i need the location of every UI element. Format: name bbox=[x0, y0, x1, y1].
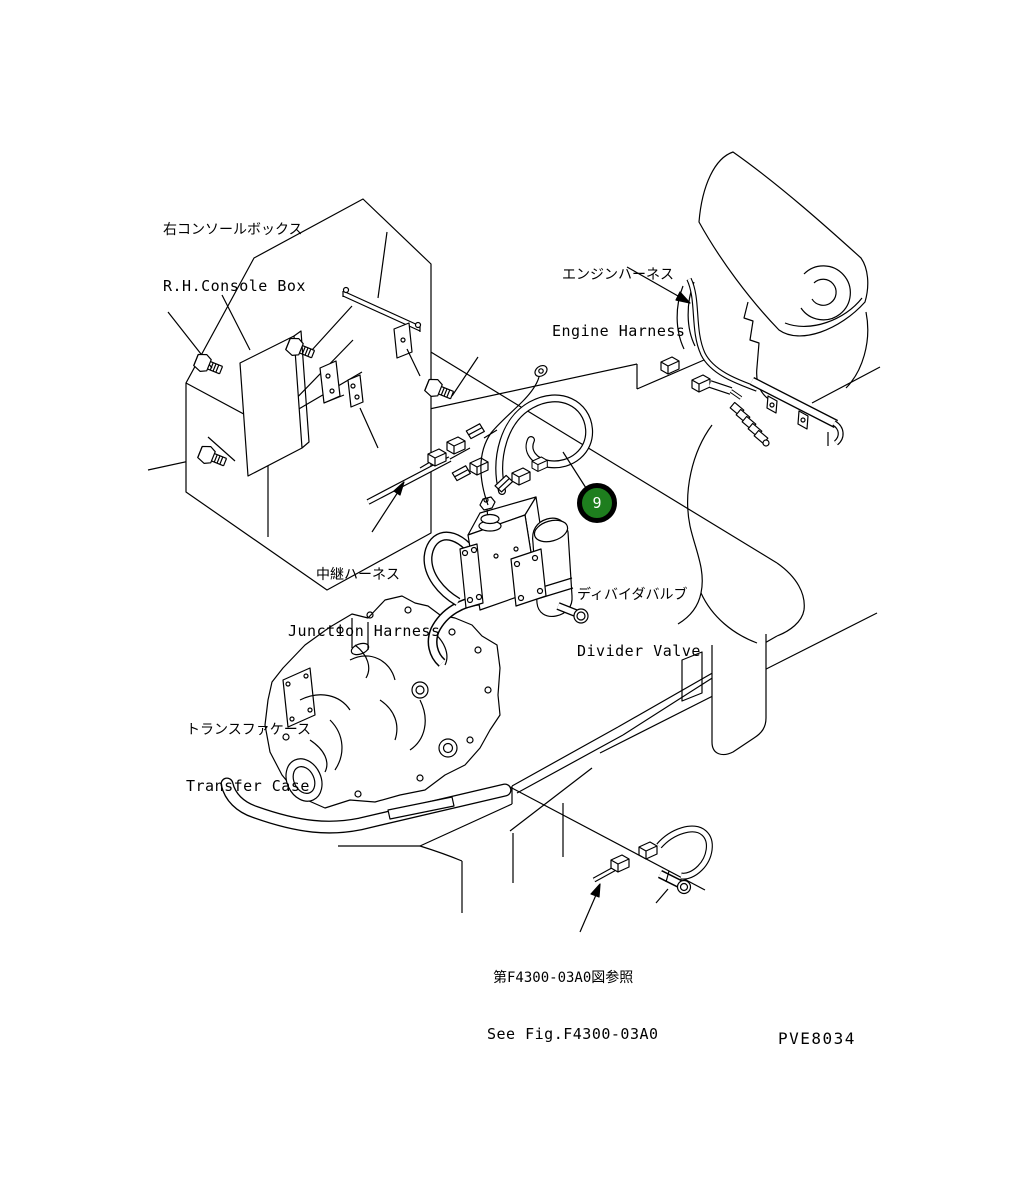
label-see-fig-jp: 第F4300-03A0図参照 bbox=[493, 970, 634, 986]
leader-arrows bbox=[371, 266, 691, 933]
transfer-case bbox=[264, 595, 501, 809]
balloon-leader-line bbox=[562, 451, 587, 489]
label-divider-valve-en: Divider Valve bbox=[577, 642, 701, 660]
label-console-box-jp: 右コンソールボックス bbox=[163, 222, 303, 238]
frame-rail bbox=[220, 777, 512, 834]
label-junction-harness: 中継ハーネス Junction Harness bbox=[288, 529, 441, 659]
label-transfer-case-en: Transfer Case bbox=[186, 777, 310, 795]
engine-cylinder bbox=[677, 151, 869, 644]
divider-valve bbox=[423, 364, 589, 667]
drawing-code: PVE8034 bbox=[778, 1029, 856, 1048]
label-junction-harness-jp: 中継ハーネス bbox=[316, 567, 400, 583]
label-transfer-case-jp: トランスファケース bbox=[186, 722, 312, 738]
floor-plate bbox=[147, 345, 881, 913]
label-console-box: 右コンソールボックス R.H.Console Box bbox=[163, 184, 306, 314]
label-divider-valve-jp: ディバイダバルブ bbox=[577, 587, 688, 603]
console-box bbox=[167, 198, 479, 591]
label-see-fig-en: See Fig.F4300-03A0 bbox=[487, 1025, 659, 1043]
label-see-fig-reference: 第F4300-03A0図参照 See Fig.F4300-03A0 bbox=[487, 932, 659, 1062]
label-engine-harness-en: Engine Harness bbox=[552, 322, 686, 340]
label-transfer-case: トランスファケース Transfer Case bbox=[186, 684, 311, 814]
label-console-box-en: R.H.Console Box bbox=[163, 277, 306, 295]
label-engine-harness-jp: エンジンハーネス bbox=[562, 267, 674, 283]
part-callout-9[interactable]: 9 bbox=[577, 483, 617, 523]
label-engine-harness: エンジンハーネス Engine Harness bbox=[552, 229, 685, 359]
part-callout-9-number: 9 bbox=[592, 493, 602, 512]
bottom-harness bbox=[592, 825, 713, 904]
divider-valve-hose bbox=[492, 394, 594, 495]
label-divider-valve: ディバイダバルブ Divider Valve bbox=[577, 549, 701, 679]
label-junction-harness-en: Junction Harness bbox=[288, 622, 441, 640]
engine-harness bbox=[660, 277, 844, 447]
